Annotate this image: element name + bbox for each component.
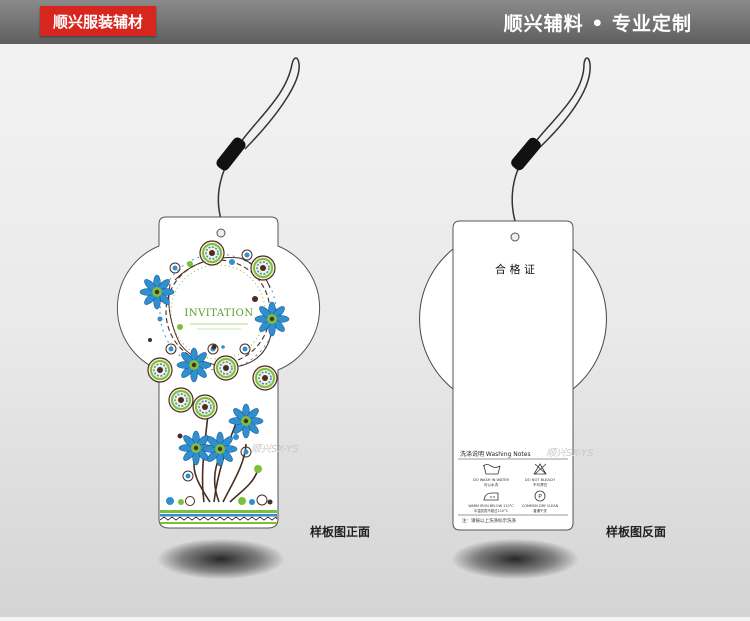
care-item-bleach-en: DO NOT BLEACH bbox=[525, 478, 555, 482]
washing-footnote: 注：请按以上洗涤标示洗涤 bbox=[462, 517, 516, 524]
certificate-title: 合 格 证 bbox=[495, 262, 535, 276]
care-item-wash-cn: 可以水洗 bbox=[484, 482, 499, 487]
invitation-title: INVITATION bbox=[184, 308, 253, 319]
dry-clean-icon: P bbox=[534, 490, 546, 502]
no-bleach-icon bbox=[533, 463, 547, 475]
front-tag-shadow bbox=[158, 539, 284, 579]
front-caption: 样板图正面 bbox=[310, 525, 371, 539]
hang-tag-illustration: INVITATION bbox=[116, 57, 607, 531]
care-item-dryclean-en: COMMON DRY CLEAN bbox=[522, 504, 559, 508]
back-tag-shadow bbox=[452, 539, 578, 579]
care-item-dryclean-cn: 普通干洗 bbox=[533, 508, 547, 513]
back-watermark: 顺兴SX-YS bbox=[546, 447, 594, 459]
iron-icon bbox=[483, 492, 499, 501]
header-bar: 顺兴服装辅材 顺兴辅料 • 专业定制 bbox=[0, 0, 750, 44]
wash-tub-icon bbox=[482, 464, 501, 475]
front-tag: INVITATION bbox=[116, 57, 321, 529]
product-stage: INVITATION bbox=[0, 44, 750, 617]
header-slogan: 顺兴辅料 • 专业定制 bbox=[503, 13, 692, 35]
brand-badge[interactable]: 顺兴服装辅材 bbox=[40, 6, 156, 36]
back-tag: 合 格 证 洗涤说明 Washing Notes DO WASH IN WATE… bbox=[419, 57, 607, 531]
back-caption: 样板图反面 bbox=[606, 525, 667, 539]
care-item-iron-cn: 中温熨烫不超过110°C bbox=[474, 508, 509, 513]
care-item-bleach-cn: 不可漂白 bbox=[533, 482, 548, 487]
care-item-wash-en: DO WASH IN WATER bbox=[473, 478, 510, 482]
washing-notes-header: 洗涤说明 Washing Notes bbox=[460, 450, 531, 458]
care-item-iron-en: WARM IRON BELOW 110°C bbox=[468, 504, 514, 508]
front-watermark: 顺兴SX-YS bbox=[251, 443, 299, 455]
svg-text:P: P bbox=[538, 494, 542, 501]
